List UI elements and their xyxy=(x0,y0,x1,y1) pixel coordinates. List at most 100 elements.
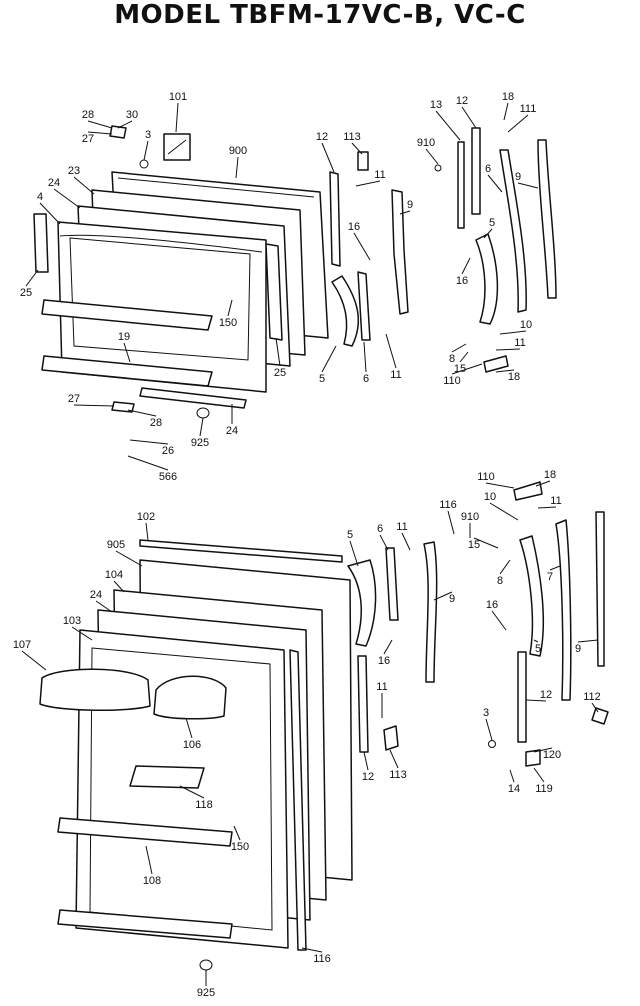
door-liner-4 xyxy=(57,221,267,393)
part-label-13: 13 xyxy=(430,99,442,111)
leader-line-15 xyxy=(459,351,469,363)
leader-line-6 xyxy=(363,341,367,373)
leader-line-11 xyxy=(537,506,557,509)
part-label-6: 6 xyxy=(377,523,383,535)
part-label-7: 7 xyxy=(547,571,553,583)
part-label-4: 4 xyxy=(37,191,43,203)
trim-9-right xyxy=(537,139,557,299)
part-label-113: 113 xyxy=(389,769,407,781)
hinge-27-bottom xyxy=(111,401,135,413)
leader-line-112 xyxy=(591,702,599,713)
bracket-119 xyxy=(525,749,541,767)
leader-line-120 xyxy=(533,747,553,753)
leader-line-9 xyxy=(517,182,539,189)
leader-line-925 xyxy=(199,417,204,437)
part-label-925: 925 xyxy=(191,437,209,449)
bracket-110-top xyxy=(483,355,509,373)
part-label-150: 150 xyxy=(231,841,249,853)
leader-line-14 xyxy=(509,769,515,783)
trim-25-right xyxy=(265,243,283,341)
part-label-11: 11 xyxy=(550,495,561,507)
shelf-bar-19-top xyxy=(41,299,213,331)
bin-107 xyxy=(39,668,151,712)
part-label-120: 120 xyxy=(543,749,561,761)
part-label-18: 18 xyxy=(544,469,556,481)
part-label-566: 566 xyxy=(159,471,177,483)
leader-line-25 xyxy=(275,337,281,367)
part-label-25: 25 xyxy=(274,367,286,379)
leader-line-24 xyxy=(95,600,113,613)
clip-113-lower xyxy=(383,725,399,751)
part-label-10: 10 xyxy=(484,491,496,503)
trim-9-top xyxy=(391,189,409,315)
trim-7 xyxy=(555,519,572,701)
part-label-119: 119 xyxy=(535,783,553,795)
strip-116-lower xyxy=(289,649,307,951)
part-label-116: 116 xyxy=(313,953,331,965)
leader-line-113 xyxy=(389,749,399,769)
part-label-30: 30 xyxy=(126,109,138,121)
leader-line-19 xyxy=(123,342,131,363)
part-label-9: 9 xyxy=(407,199,413,211)
leader-line-9 xyxy=(399,210,411,215)
leader-line-111 xyxy=(507,114,529,133)
part-label-24: 24 xyxy=(48,177,60,189)
leader-line-106 xyxy=(185,717,193,739)
leader-line-13 xyxy=(435,110,461,141)
part-label-12: 12 xyxy=(540,689,552,701)
part-label-23: 23 xyxy=(68,165,80,177)
strip-13 xyxy=(457,141,465,229)
shelf-bar-108-bottom xyxy=(57,909,233,939)
screw-3-top xyxy=(139,159,149,169)
leader-line-24 xyxy=(53,188,81,209)
strip-9-lower-right xyxy=(595,511,605,667)
bin-106 xyxy=(153,675,227,720)
part-label-16: 16 xyxy=(456,275,468,287)
leader-line-8 xyxy=(499,559,511,575)
part-label-116: 116 xyxy=(439,499,457,511)
part-label-110: 110 xyxy=(443,375,461,387)
leader-line-18 xyxy=(495,369,515,373)
part-label-27: 27 xyxy=(82,133,94,145)
screw-3-lower xyxy=(488,740,496,748)
leader-line-6 xyxy=(379,534,389,551)
leader-line-16 xyxy=(491,610,507,631)
part-label-9: 9 xyxy=(515,171,521,183)
leader-line-30 xyxy=(117,120,133,129)
part-label-3: 3 xyxy=(483,707,489,719)
leader-line-3 xyxy=(143,140,149,161)
hinge-28-30 xyxy=(109,125,127,139)
leader-line-108 xyxy=(145,845,153,875)
part-label-3: 3 xyxy=(145,129,151,141)
shelf-bar-19-bottom xyxy=(41,355,213,387)
leader-line-9 xyxy=(577,639,599,643)
leader-line-27 xyxy=(73,404,115,407)
trim-5-right-lower xyxy=(519,535,545,657)
leader-line-11 xyxy=(495,348,521,351)
part-label-925: 925 xyxy=(197,987,215,999)
part-label-910: 910 xyxy=(461,511,479,523)
leader-line-12 xyxy=(363,751,369,771)
part-label-25: 25 xyxy=(20,287,32,299)
leader-line-10 xyxy=(499,330,527,335)
leader-line-28 xyxy=(127,409,157,417)
part-label-16: 16 xyxy=(378,655,390,667)
leader-lines xyxy=(21,102,599,986)
part-label-900: 900 xyxy=(229,145,247,157)
strip-12-right-lower xyxy=(517,651,527,743)
part-label-111: 111 xyxy=(520,103,537,115)
leader-line-110 xyxy=(485,482,515,489)
part-label-15: 15 xyxy=(468,539,480,551)
part-label-112: 112 xyxy=(583,691,601,703)
part-label-11: 11 xyxy=(376,681,387,693)
part-label-12: 12 xyxy=(362,771,374,783)
strip-6-lower xyxy=(385,547,399,621)
part-label-6: 6 xyxy=(363,373,369,385)
leader-line-18 xyxy=(535,480,551,487)
leader-line-16 xyxy=(383,639,393,655)
part-label-28: 28 xyxy=(82,109,94,121)
leader-line-116 xyxy=(301,947,323,953)
leader-line-905 xyxy=(115,550,143,567)
part-label-19: 19 xyxy=(118,331,130,343)
